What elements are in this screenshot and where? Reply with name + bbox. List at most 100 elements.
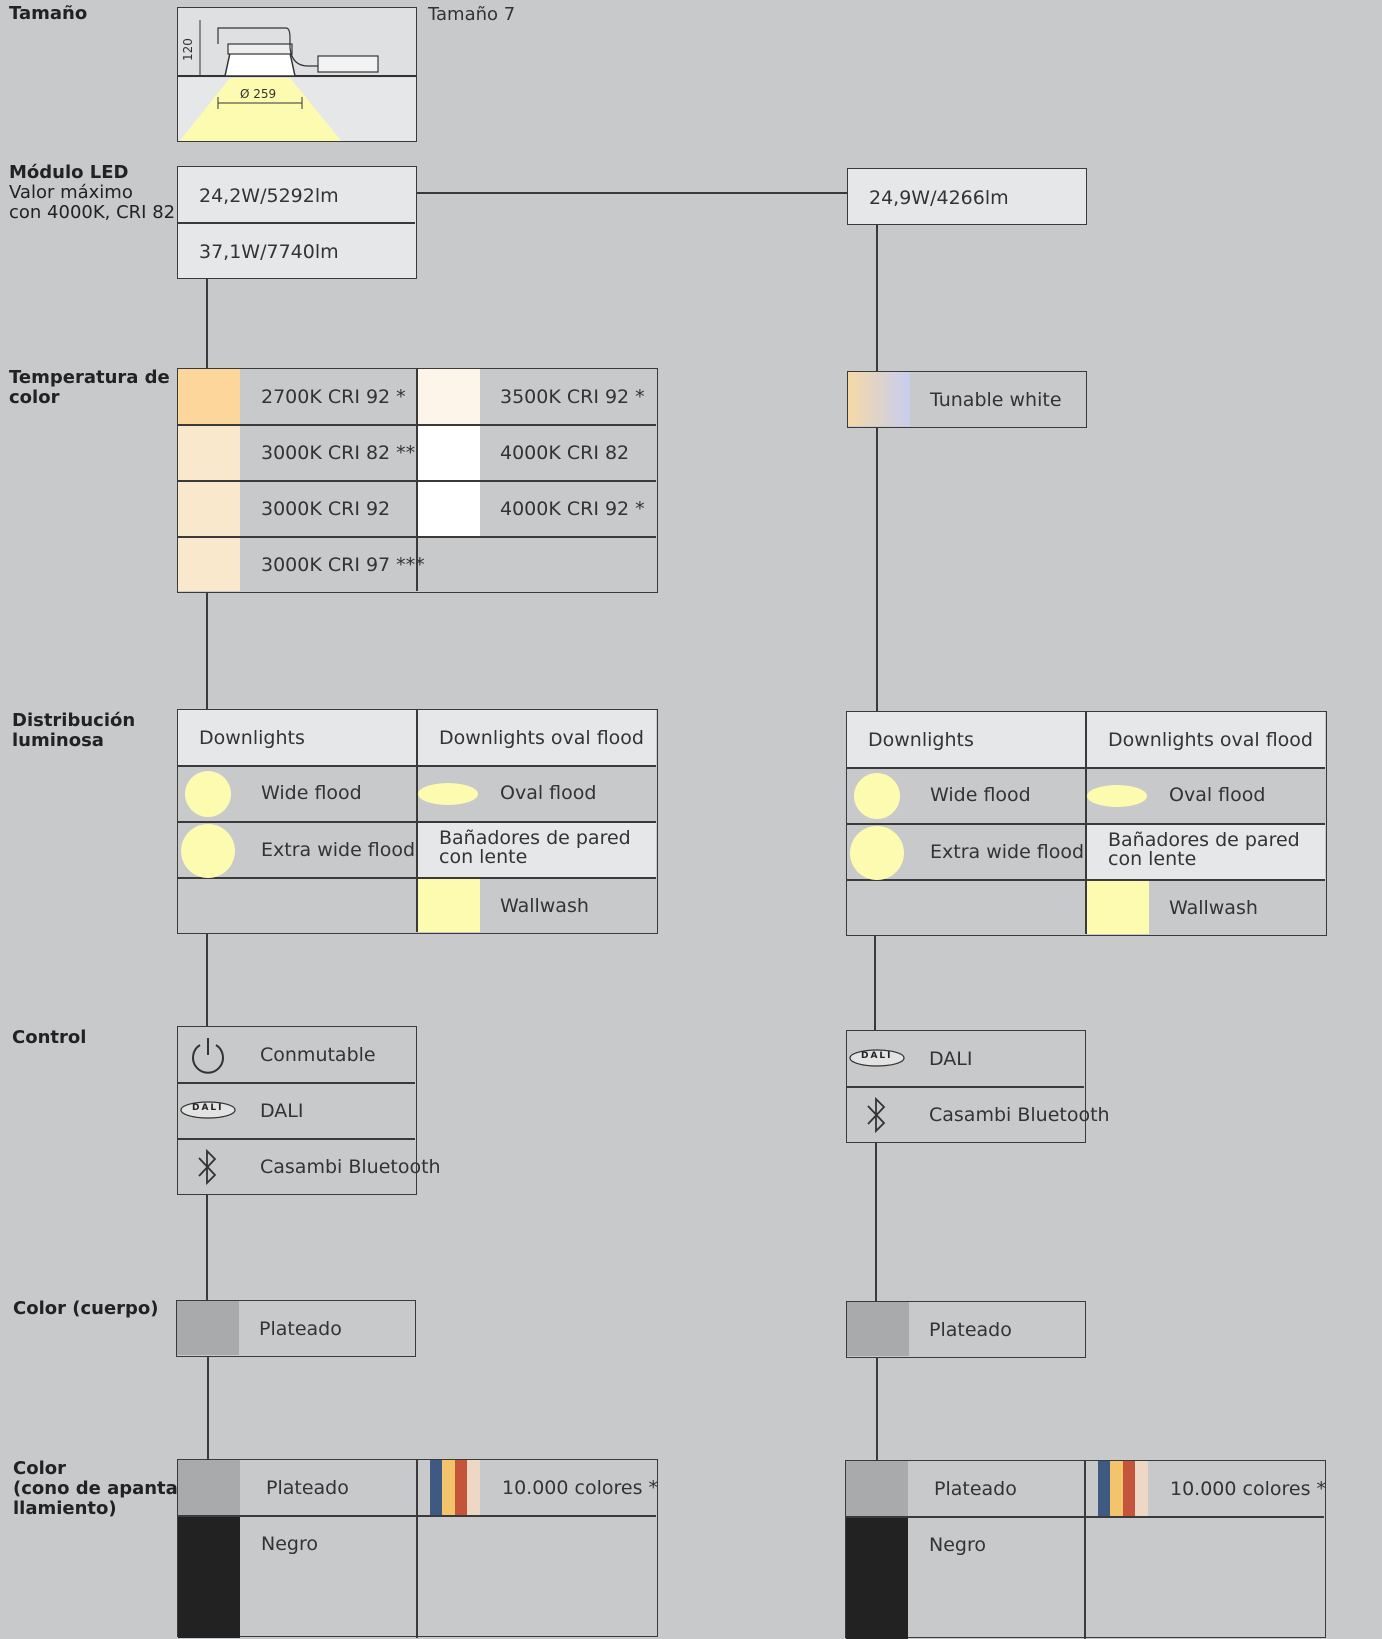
swatch-multi-blue [430, 1460, 442, 1515]
dist-right-header-downlights: Downlights [868, 729, 974, 751]
connector-left-5 [207, 1357, 209, 1459]
label-control: Control [12, 1027, 87, 1048]
swatch-3000k-82 [178, 426, 240, 480]
led-option-1: 24,2W/5292lm [199, 185, 339, 207]
led-option-right: 24,9W/4266lm [869, 187, 1009, 209]
wide-flood-icon [185, 771, 231, 817]
connector-left-1 [206, 279, 208, 369]
swatch-cone-silver [178, 1460, 240, 1515]
body-color-right-box: Plateado [846, 1301, 1086, 1358]
connector-left-2 [206, 593, 208, 710]
swatch-cone-silver-right [846, 1461, 908, 1516]
dist-right-wallwash: Wallwash [1169, 897, 1258, 919]
dist-right-oval-flood: Oval flood [1169, 784, 1266, 806]
luminaire-section-drawing [178, 20, 416, 141]
size-diagram: 120 Ø 259 [177, 7, 417, 142]
cone-black: Negro [261, 1533, 318, 1555]
control-right-bluetooth: Casambi Bluetooth [929, 1104, 1110, 1126]
swatch-multi-red [1123, 1461, 1135, 1516]
cone-color-right-grid: Plateado Negro 10.000 colores * [845, 1460, 1327, 1639]
swatch-multi-yellow [1110, 1461, 1123, 1516]
extra-wide-flood-icon [181, 824, 235, 878]
dist-wall-washers: Bañadores de pared con lente [439, 829, 631, 867]
label-led: Módulo LED Valor máximo con 4000K, CRI 8… [9, 163, 175, 223]
extra-wide-flood-icon [850, 826, 904, 880]
label-cone-color: Color (cono de apanta- llamiento) [13, 1459, 185, 1519]
connector-led [417, 192, 848, 194]
temp-4000k-92: 4000K CRI 92 * [500, 498, 645, 520]
diameter-dimension: Ø 259 [240, 87, 277, 101]
dist-right-walls-line2: con lente [1108, 848, 1197, 870]
dist-right-wide-flood: Wide flood [930, 784, 1031, 806]
dist-oval-flood: Oval flood [500, 782, 597, 804]
wallwash-icon [418, 879, 480, 932]
label-dist-line1: Distribución [12, 710, 136, 731]
led-option-2: 37,1W/7740lm [199, 241, 339, 263]
label-temperature: Temperatura de color [9, 368, 170, 408]
swatch-3500k [418, 369, 480, 424]
swatch-multi-red [455, 1460, 467, 1515]
swatch-2700k [178, 369, 240, 424]
dali-logo-text: DALI [861, 1051, 893, 1061]
temperature-grid: 2700K CRI 92 * 3000K CRI 82 ** 3000K CRI… [177, 368, 658, 593]
label-led-title: Módulo LED [9, 162, 129, 183]
oval-flood-icon [1087, 785, 1147, 807]
dist-extra-wide-flood: Extra wide flood [261, 839, 416, 861]
temp-3000k-92: 3000K CRI 92 [261, 498, 391, 520]
swatch-multi-beige [1135, 1461, 1148, 1516]
connector-right-4 [875, 1143, 877, 1301]
connector-right-1 [876, 225, 878, 371]
temp-3000k-82: 3000K CRI 82 ** [261, 442, 416, 464]
oval-flood-icon [418, 783, 478, 805]
swatch-cone-black-right [846, 1518, 908, 1639]
wide-flood-icon [854, 773, 900, 819]
temp-tunable-white: Tunable white [930, 389, 1062, 411]
temp-2700k: 2700K CRI 92 * [261, 386, 406, 408]
temp-3500k: 3500K CRI 92 * [500, 386, 645, 408]
power-icon [192, 1038, 224, 1074]
temp-3000k-97: 3000K CRI 97 *** [261, 554, 425, 576]
control-dali: DALI [260, 1100, 304, 1122]
dist-header-oval: Downlights oval flood [439, 727, 644, 749]
tunable-white-box: Tunable white [847, 371, 1087, 428]
temp-4000k-82: 4000K CRI 82 [500, 442, 630, 464]
size-value: Tamaño 7 [428, 4, 516, 25]
cone-multi: 10.000 colores * [502, 1477, 659, 1499]
swatch-4000k-82 [418, 426, 480, 480]
swatch-cone-black [178, 1517, 240, 1638]
body-color-left-box: Plateado [176, 1300, 416, 1357]
distribution-left-grid: Downlights Downlights oval flood Wide fl… [177, 709, 658, 934]
dali-logo-icon [849, 1049, 905, 1067]
connector-right-3 [874, 936, 876, 1030]
swatch-4000k-92 [418, 482, 480, 536]
dali-logo-text: DALI [192, 1103, 224, 1113]
dist-right-extra-wide-flood: Extra wide flood [930, 841, 1085, 863]
swatch-body-silver [177, 1301, 239, 1355]
height-dimension: 120 [181, 38, 195, 61]
dist-right-wall-washers: Bañadores de pared con lente [1108, 831, 1300, 869]
cone-color-left-grid: Plateado Negro 10.000 colores * [177, 1459, 659, 1638]
label-led-sub1: Valor máximo [9, 182, 133, 203]
swatch-3000k-97 [178, 538, 240, 591]
connector-right-2 [876, 428, 878, 712]
swatch-multi-yellow [442, 1460, 455, 1515]
control-right-box: DALI DALI Casambi Bluetooth [846, 1030, 1110, 1143]
dist-header-downlights: Downlights [199, 727, 305, 749]
connector-right-5 [876, 1358, 878, 1460]
led-left-box: 24,2W/5292lm 37,1W/7740lm [177, 166, 417, 279]
label-cone-line3: llamiento) [13, 1498, 117, 1519]
dist-wallwash: Wallwash [500, 895, 589, 917]
label-cone-line1: Color [13, 1458, 66, 1479]
control-right-dali: DALI [929, 1048, 973, 1070]
swatch-tunable-white [848, 372, 910, 426]
label-dist-line2: luminosa [12, 730, 104, 751]
dist-wide-flood: Wide flood [261, 782, 362, 804]
label-led-sub2: con 4000K, CRI 82 [9, 202, 176, 223]
cone-right-multi: 10.000 colores * [1170, 1478, 1327, 1500]
swatch-3000k-92 [178, 482, 240, 536]
label-body-color: Color (cuerpo) [13, 1298, 159, 1319]
label-temp-line1: Temperatura de [9, 367, 170, 388]
bluetooth-icon [198, 1148, 217, 1186]
cone-silver: Plateado [266, 1477, 349, 1499]
control-switch: Conmutable [260, 1044, 376, 1066]
